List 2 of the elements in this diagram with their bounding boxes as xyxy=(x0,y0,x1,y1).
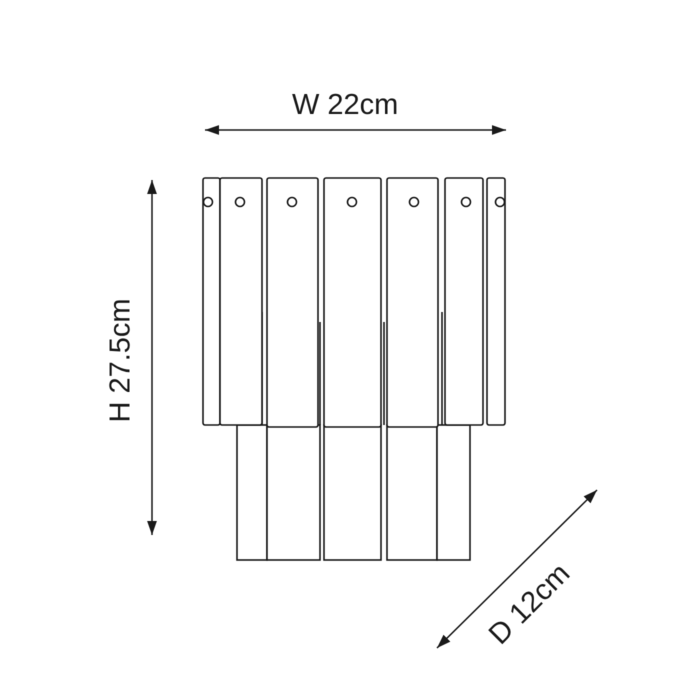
height-label: H 27.5cm xyxy=(106,298,136,422)
width-label: W 22cm xyxy=(292,90,398,120)
